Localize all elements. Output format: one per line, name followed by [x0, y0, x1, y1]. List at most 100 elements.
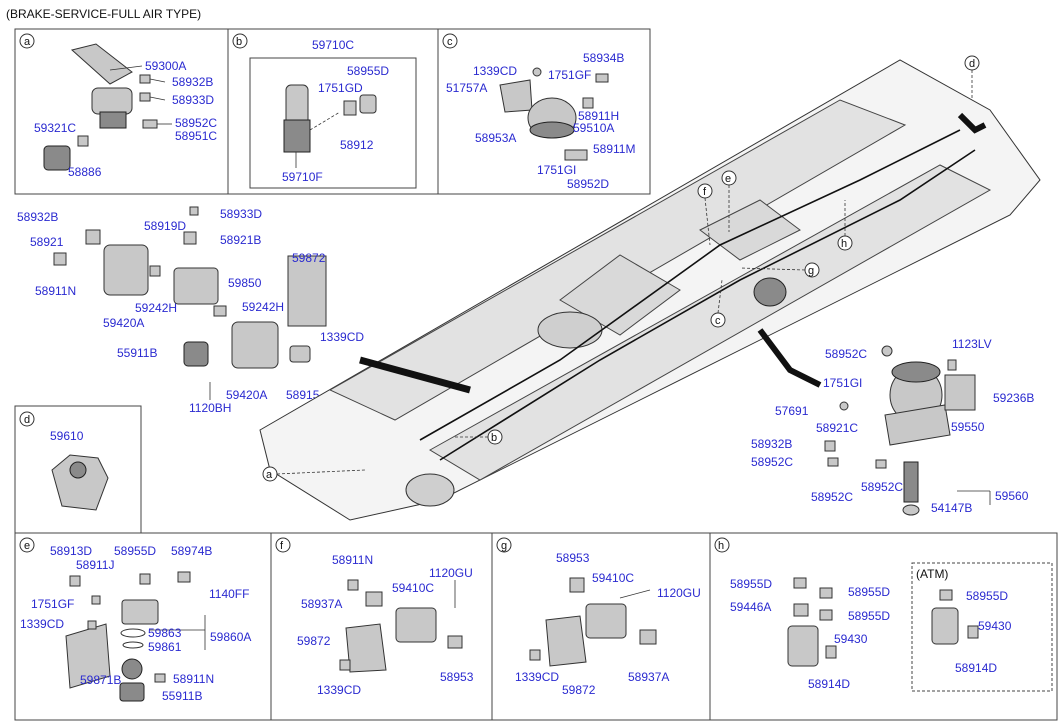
callout-d: d — [969, 58, 975, 70]
label-1751GF: 1751GF — [31, 597, 74, 611]
label-1339CD: 1339CD — [320, 330, 364, 344]
callout-e: e — [725, 173, 731, 185]
label-59610: 59610 — [50, 429, 84, 443]
label-59871B: 59871B — [80, 673, 121, 687]
label-58921C: 58921C — [816, 421, 858, 435]
label-59710F: 59710F — [282, 170, 323, 184]
label-55911B: 55911B — [162, 689, 202, 703]
callout-b: b — [491, 432, 497, 444]
label-58914D-atm: 58914D — [955, 661, 997, 675]
section-f-parts — [339, 579, 463, 673]
section-e-parts — [65, 571, 206, 702]
label-58951C: 58951C — [175, 129, 217, 143]
label-58915: 58915 — [286, 388, 320, 402]
section-h-labels: 58955D 58955D 59446A 58955D 59430 58914D… — [730, 567, 1012, 691]
diagram-title: (BRAKE-SERVICE-FULL AIR TYPE) — [6, 7, 201, 21]
label-59850: 59850 — [228, 276, 262, 290]
label-58952C-3: 58952C — [811, 490, 853, 504]
label-57691: 57691 — [775, 404, 809, 418]
label-1120BH: 1120BH — [189, 401, 231, 415]
label-59430: 59430 — [834, 632, 868, 646]
label-58952C-1: 58952C — [825, 347, 867, 361]
atm-label: (ATM) — [916, 567, 948, 581]
label-58921B: 58921B — [220, 233, 261, 247]
label-58953: 58953 — [556, 551, 590, 565]
label-59410C: 59410C — [592, 571, 634, 585]
callout-h: h — [841, 238, 847, 250]
label-58952C-2: 58952C — [751, 455, 793, 469]
label-59420A-1: 59420A — [103, 316, 144, 330]
label-58933D: 58933D — [220, 207, 262, 221]
label-58952D: 58952D — [567, 177, 609, 191]
label-54147B: 54147B — [931, 501, 972, 515]
section-g-parts — [529, 577, 657, 667]
label-58911N: 58911N — [332, 553, 373, 567]
section-letter-b: b — [236, 36, 242, 48]
label-58919D: 58919D — [144, 219, 186, 233]
mid-assembly-parts — [53, 206, 327, 400]
section-g-labels: 58953 59410C 1120GU 1339CD 59872 58937A — [515, 551, 701, 697]
label-59872: 59872 — [562, 683, 596, 697]
chassis-callouts: d e f g h c b a — [262, 55, 980, 482]
label-59410C: 59410C — [392, 581, 434, 595]
label-59872: 59872 — [292, 251, 326, 265]
label-59321C: 59321C — [34, 121, 76, 135]
label-58932B: 58932B — [751, 437, 792, 451]
section-letter-h: h — [718, 540, 724, 552]
label-58955D-1: 58955D — [730, 577, 772, 591]
label-59242H-1: 59242H — [135, 301, 177, 315]
top-boxes — [14, 28, 1058, 721]
label-58911N: 58911N — [173, 672, 214, 686]
label-58953A: 58953A — [475, 131, 516, 145]
label-58955D-2: 58955D — [848, 585, 890, 599]
label-58911N: 58911N — [35, 284, 76, 298]
section-c-parts — [499, 67, 609, 161]
section-h-parts — [787, 577, 979, 667]
label-58932B: 58932B — [17, 210, 58, 224]
label-58955D-3: 58955D — [848, 609, 890, 623]
section-b-labels: 59710C 58955D 1751GD 58912 59710F — [282, 38, 389, 184]
label-1339CD: 1339CD — [473, 64, 517, 78]
label-59550: 59550 — [951, 420, 985, 434]
section-letter-f: f — [280, 540, 284, 552]
label-59510A: 59510A — [573, 121, 614, 135]
label-59242H-2: 59242H — [242, 300, 284, 314]
section-letter-d: d — [24, 414, 30, 426]
label-59420A-2: 59420A — [226, 388, 267, 402]
label-1120GU: 1120GU — [429, 566, 473, 580]
section-letter-g: g — [501, 540, 507, 552]
label-58937A: 58937A — [628, 670, 669, 684]
label-58955D-4: 58955D — [966, 589, 1008, 603]
label-1123LV: 1123LV — [952, 337, 992, 351]
label-58955D: 58955D — [347, 64, 389, 78]
section-e-labels: 58913D 58955D 58974B 58911J 1751GF 1140F… — [20, 544, 251, 703]
label-59236B: 59236B — [993, 391, 1034, 405]
section-letter-e: e — [24, 540, 30, 552]
label-58886: 58886 — [68, 165, 102, 179]
callout-a: a — [266, 469, 273, 481]
label-59860A: 59860A — [210, 630, 251, 644]
label-59710C: 59710C — [312, 38, 354, 52]
label-1120GU: 1120GU — [657, 586, 701, 600]
section-letters: a b c d e f g h — [19, 33, 730, 553]
label-58911H: 58911H — [578, 109, 619, 123]
label-1751GI: 1751GI — [823, 376, 862, 390]
section-b-parts — [283, 84, 377, 168]
label-1339CD: 1339CD — [317, 683, 361, 697]
label-1751GD: 1751GD — [318, 81, 363, 95]
section-a-labels: 59300A 58932B 58933D 59321C 58952C 58951… — [34, 59, 217, 179]
right-assembly-parts — [824, 345, 991, 516]
right-assembly-labels: 58952C 1123LV 1751GI 59236B 57691 58921C… — [751, 337, 1034, 515]
label-58911M: 58911M — [593, 142, 635, 156]
label-59560: 59560 — [995, 489, 1029, 503]
label-58911J: 58911J — [76, 558, 114, 572]
section-d-parts: 59610 — [50, 429, 109, 511]
label-58955D: 58955D — [114, 544, 156, 558]
label-58974B: 58974B — [171, 544, 212, 558]
label-58912: 58912 — [340, 138, 374, 152]
label-59300A: 59300A — [145, 59, 186, 73]
section-letter-c: c — [447, 36, 453, 48]
callout-c: c — [715, 315, 721, 327]
label-58952C-4: 58952C — [861, 480, 903, 494]
label-58952C: 58952C — [175, 116, 217, 130]
